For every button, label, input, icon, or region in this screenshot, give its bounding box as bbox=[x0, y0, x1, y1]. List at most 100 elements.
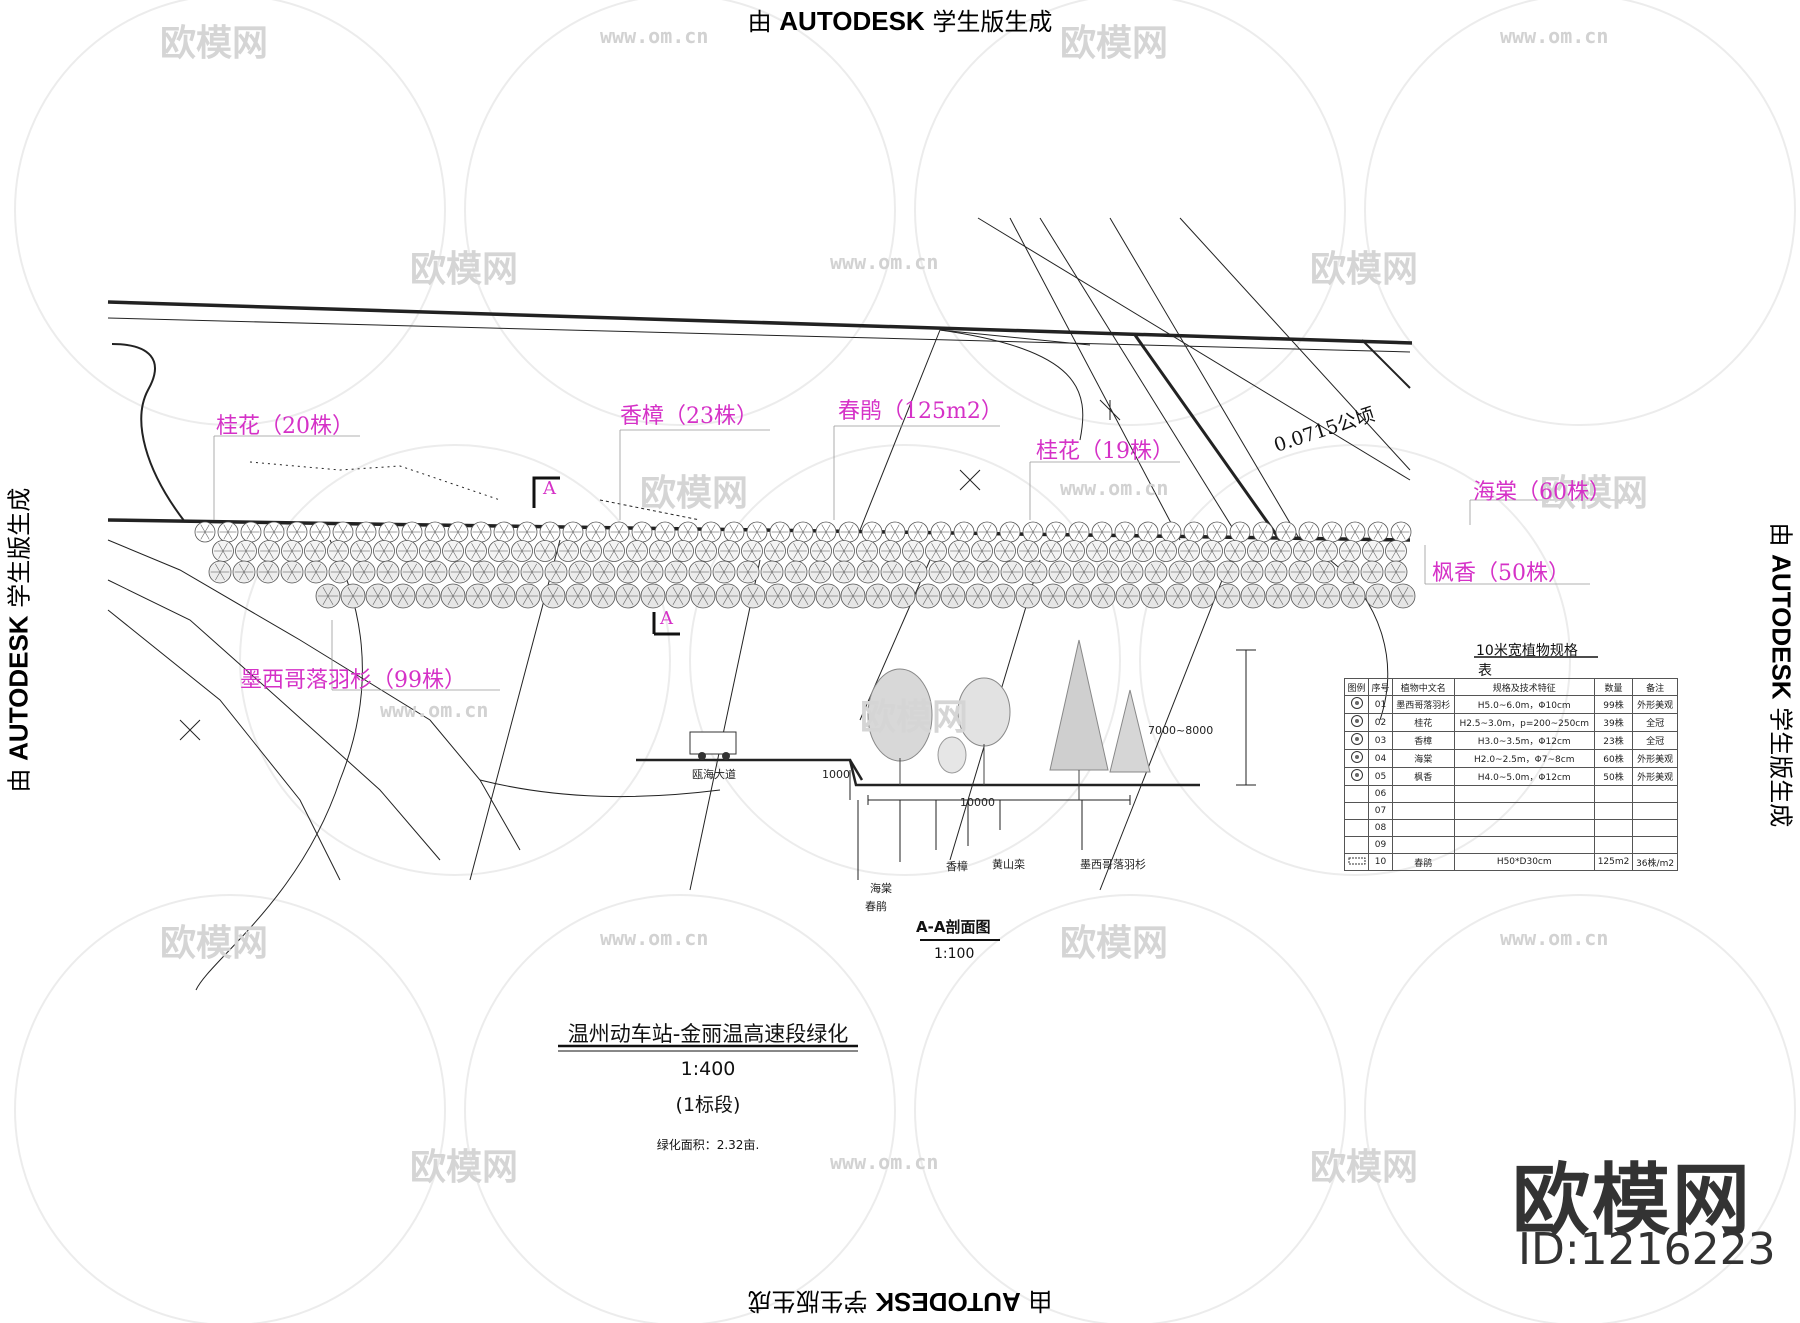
spec-cell-spec bbox=[1453, 819, 1595, 837]
tree-symbol bbox=[1312, 560, 1336, 584]
tree-symbol bbox=[695, 540, 717, 562]
spec-header-no: 序号 bbox=[1368, 678, 1393, 696]
spec-cell-qty bbox=[1593, 836, 1634, 854]
tree-symbol bbox=[281, 540, 303, 562]
tree-symbol bbox=[365, 583, 391, 609]
spec-cell-qty: 125m2 bbox=[1593, 853, 1634, 871]
label-leaders bbox=[213, 425, 1630, 691]
tree-symbol bbox=[616, 560, 640, 584]
plant-label-osmanthus-20: 桂花（20株） bbox=[216, 414, 354, 439]
drawing-title: 温州动车站-金丽温高速段绿化 bbox=[567, 1022, 849, 1046]
tree-symbol bbox=[940, 583, 966, 609]
tree-symbol bbox=[1316, 540, 1338, 562]
tree-symbol bbox=[511, 540, 533, 562]
tree-symbol bbox=[1390, 583, 1416, 609]
spec-cell-name: 春鹃 bbox=[1392, 853, 1455, 871]
title-underline bbox=[558, 1044, 858, 1052]
spec-cell-no: 05 bbox=[1368, 767, 1393, 786]
tree-symbol bbox=[534, 540, 556, 562]
site-logo-watermark: 欧模网 bbox=[1310, 1147, 1419, 1188]
spec-cell-spec: H3.0~3.5m，Φ12cm bbox=[1453, 731, 1595, 750]
spec-cell-note bbox=[1632, 802, 1678, 820]
tree-symbol bbox=[568, 560, 592, 584]
tree-symbol bbox=[861, 521, 883, 543]
tree-symbol bbox=[760, 560, 784, 584]
tree-symbol bbox=[440, 583, 466, 609]
spec-cell-spec: H2.5~3.0m，p=200~250cm bbox=[1453, 713, 1595, 732]
tree-symbol bbox=[712, 560, 736, 584]
spec-header-legend: 图例 bbox=[1344, 678, 1369, 696]
section-dim-height: 7000~8000 bbox=[1148, 724, 1214, 737]
spec-cell-note: 外形美观 bbox=[1632, 767, 1678, 786]
tree-symbol bbox=[952, 560, 976, 584]
spec-cell-name: 墨西哥落羽杉 bbox=[1392, 695, 1455, 714]
tree-symbol bbox=[442, 540, 464, 562]
site-url-watermark: www.om.cn bbox=[600, 24, 709, 48]
tree-symbol bbox=[715, 583, 741, 609]
spec-cell-qty: 50株 bbox=[1593, 767, 1634, 786]
autodesk-watermark-top: 由 AUTODESK 学生版生成 bbox=[747, 6, 1053, 36]
tree-symbol bbox=[890, 583, 916, 609]
spec-cell-qty bbox=[1593, 802, 1634, 820]
site-logo-watermark: 欧模网 bbox=[860, 697, 969, 738]
tree-symbol bbox=[971, 540, 993, 562]
tree-symbol bbox=[765, 583, 791, 609]
tree-symbol bbox=[355, 521, 377, 543]
site-url-watermark: www.om.cn bbox=[1500, 926, 1609, 950]
tree-symbol bbox=[810, 540, 832, 562]
spec-cell-note bbox=[1632, 819, 1678, 837]
spec-cell-no: 08 bbox=[1368, 819, 1393, 837]
site-logo-watermark: 欧模网 bbox=[1540, 473, 1649, 514]
tree-symbol bbox=[1224, 540, 1246, 562]
spec-cell-note: 外形美观 bbox=[1632, 749, 1678, 768]
tree-symbol bbox=[1090, 583, 1116, 609]
tree-symbol bbox=[741, 540, 763, 562]
tree-symbol bbox=[352, 560, 376, 584]
tree-symbol bbox=[490, 583, 516, 609]
spec-table-header: 图例 序号 植物中文名 规格及技术特征 数量 备注 bbox=[1344, 678, 1678, 696]
spec-cell-note: 全冠 bbox=[1632, 713, 1678, 732]
tree-symbol bbox=[1315, 583, 1341, 609]
site-url-watermark: www.om.cn bbox=[830, 250, 939, 274]
tree-symbol bbox=[212, 540, 234, 562]
spec-cell-no: 09 bbox=[1368, 836, 1393, 854]
tree-symbol bbox=[1290, 583, 1316, 609]
tree-symbol bbox=[790, 583, 816, 609]
tree-symbol bbox=[1024, 560, 1048, 584]
tree-symbol bbox=[544, 560, 568, 584]
tree-planting-band bbox=[194, 521, 1416, 609]
table-row: 07 bbox=[1344, 802, 1678, 820]
table-row: 09 bbox=[1344, 836, 1678, 854]
legend-symbol-icon bbox=[1344, 695, 1369, 714]
tree-symbol bbox=[1065, 583, 1091, 609]
tree-symbol bbox=[217, 521, 239, 543]
spec-table-title: 10米宽植物规格 bbox=[1476, 643, 1578, 659]
site-logo-watermark: 欧模网 bbox=[1060, 23, 1169, 64]
tree-symbol bbox=[1115, 583, 1141, 609]
site-url-watermark: www.om.cn bbox=[1500, 24, 1609, 48]
spec-cell-name bbox=[1392, 785, 1455, 803]
tree-symbol bbox=[700, 521, 722, 543]
spec-cell-no: 02 bbox=[1368, 713, 1393, 732]
section-dim-offset: 1000 bbox=[822, 768, 850, 781]
tree-symbol bbox=[390, 583, 416, 609]
tree-symbol bbox=[884, 521, 906, 543]
tree-symbol bbox=[1365, 583, 1391, 609]
tree-symbol bbox=[327, 540, 349, 562]
table-row: 06 bbox=[1344, 785, 1678, 803]
spec-cell-name: 香樟 bbox=[1392, 731, 1455, 750]
tree-symbol bbox=[640, 560, 664, 584]
spec-cell-spec: H4.0~5.0m，Φ12cm bbox=[1453, 767, 1595, 786]
tree-symbol bbox=[1247, 540, 1269, 562]
spec-cell-qty bbox=[1593, 785, 1634, 803]
site-logo-watermark: 欧模网 bbox=[1310, 249, 1419, 290]
tree-symbol bbox=[1114, 521, 1136, 543]
tree-symbol bbox=[764, 540, 786, 562]
tree-symbol bbox=[580, 540, 602, 562]
plant-label-montezuma-cypress: 墨西哥落羽杉（99株） bbox=[240, 668, 466, 693]
tree-symbol bbox=[994, 540, 1016, 562]
green-area-note: 绿化面积：2.32亩. bbox=[656, 1138, 760, 1152]
